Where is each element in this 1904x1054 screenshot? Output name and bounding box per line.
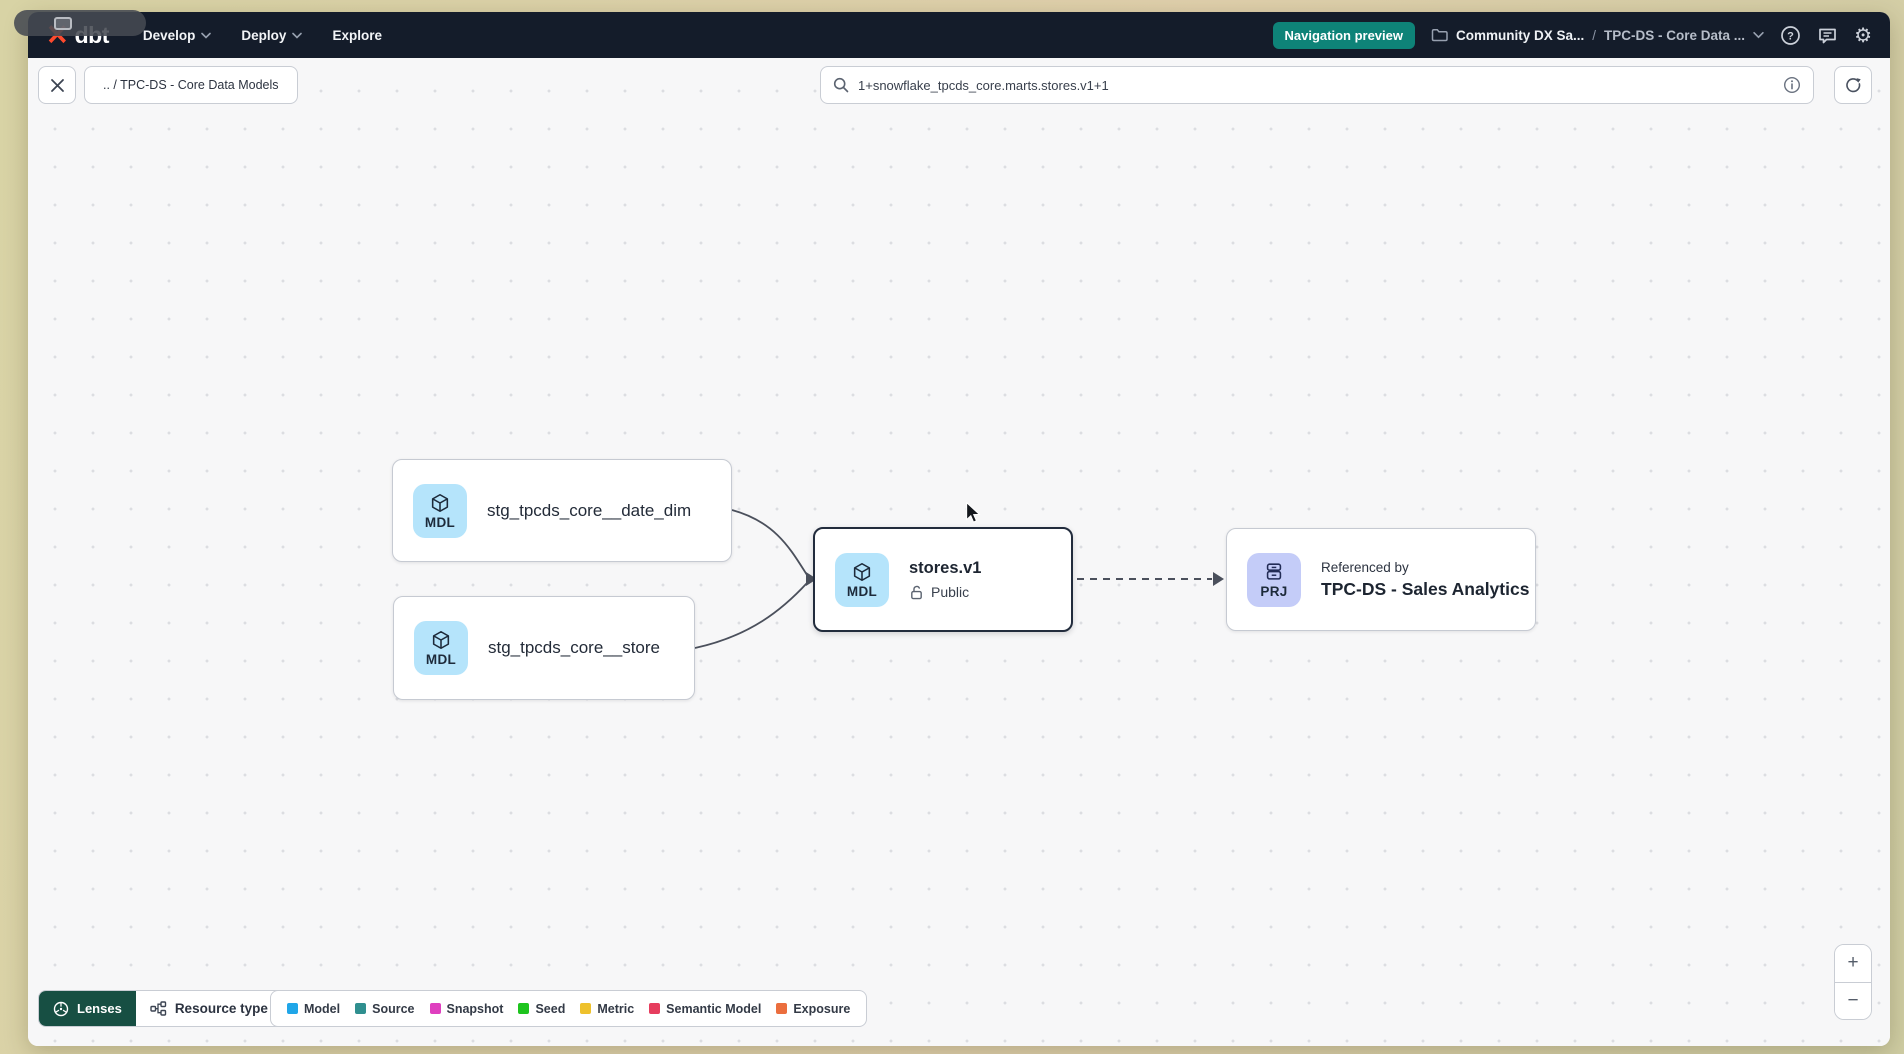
resource-type-legend: Model Source Snapshot Seed Metric Semant… — [270, 990, 868, 1027]
svg-text:?: ? — [1787, 30, 1794, 42]
edge-date-dim-to-stores — [731, 509, 808, 576]
top-navbar: ✕ dbt Develop Deploy Explore Navigation … — [28, 12, 1890, 58]
nav-menu-deploy[interactable]: Deploy — [241, 28, 303, 43]
refresh-lineage-button[interactable] — [1834, 66, 1872, 104]
legend-item-semantic-model: Semantic Model — [649, 1002, 761, 1016]
help-icon[interactable]: ? — [1780, 25, 1801, 46]
zoom-in-button[interactable]: + — [1835, 945, 1871, 982]
breadcrumb-page-name: TPC-DS - Core Data ... — [1604, 27, 1746, 43]
model-badge: MDL — [413, 483, 467, 538]
legend-item-exposure: Exposure — [776, 1002, 850, 1016]
zoom-divider — [1835, 981, 1871, 983]
lenses-button[interactable]: Lenses — [39, 991, 136, 1026]
selector-search-input[interactable] — [858, 77, 1774, 93]
chevron-down-icon — [201, 32, 212, 39]
edge-arrowhead — [1213, 572, 1224, 586]
project-badge: PRJ — [1247, 552, 1301, 607]
node-label: stg_tpcds_core__store — [488, 638, 660, 657]
cube-icon — [431, 493, 449, 512]
node-tpcds-sales-analytics-project[interactable]: PRJ Referenced by TPC-DS - Sales Analyti… — [1226, 528, 1536, 631]
legend-swatch — [776, 1003, 788, 1014]
app-window: ✕ dbt Develop Deploy Explore Navigation … — [28, 12, 1890, 1046]
legend-item-source: Source — [355, 1002, 415, 1016]
chevron-down-icon — [1753, 31, 1764, 39]
project-stack-icon — [1266, 562, 1282, 580]
lock-open-icon — [911, 585, 922, 600]
node-stg-tpcds-core-store[interactable]: MDL stg_tpcds_core__store — [393, 596, 695, 700]
legend-item-metric: Metric — [580, 1002, 634, 1016]
model-badge: MDL — [835, 552, 889, 607]
lineage-search-bar — [820, 66, 1814, 104]
project-name-label: TPC-DS - Sales Analytics — [1321, 578, 1530, 599]
legend-swatch — [649, 1003, 661, 1014]
node-stg-tpcds-core-date-dim[interactable]: MDL stg_tpcds_core__date_dim — [392, 459, 732, 562]
close-icon — [50, 78, 64, 92]
breadcrumb-separator: / — [1592, 27, 1597, 43]
zoom-out-button[interactable]: − — [1835, 982, 1871, 1019]
mini-window-icon — [54, 16, 72, 30]
lineage-breadcrumb-chip[interactable]: .. / TPC-DS - Core Data Models — [84, 66, 298, 104]
node-stores-v1[interactable]: MDL stores.v1 Public — [813, 527, 1073, 632]
legend-swatch — [429, 1003, 441, 1014]
legend-swatch — [518, 1003, 530, 1014]
nav-menu-explore[interactable]: Explore — [332, 27, 382, 43]
chevron-down-icon — [292, 32, 303, 39]
node-label: stores.v1 — [909, 559, 982, 577]
settings-gear-icon[interactable]: ⚙ — [1854, 24, 1872, 47]
project-breadcrumb[interactable]: Community DX Sa... / TPC-DS - Core Data … — [1431, 28, 1764, 43]
refresh-icon — [1845, 77, 1861, 92]
lens-wheel-icon — [53, 1001, 69, 1016]
referenced-by-label: Referenced by — [1321, 559, 1409, 575]
search-icon — [833, 77, 849, 93]
model-badge: MDL — [414, 621, 468, 675]
legend-item-snapshot: Snapshot — [429, 1002, 503, 1016]
legend-item-model: Model — [287, 1002, 340, 1016]
cube-icon — [853, 562, 871, 581]
window-overlay-badge — [14, 10, 146, 36]
feedback-icon[interactable] — [1817, 25, 1838, 46]
navigation-preview-badge[interactable]: Navigation preview — [1272, 21, 1415, 49]
legend-swatch — [355, 1003, 367, 1014]
lens-controls: Lenses Resource type — [38, 990, 302, 1027]
cube-icon — [432, 630, 450, 650]
access-label: Public — [931, 584, 970, 600]
node-label: stg_tpcds_core__date_dim — [487, 500, 692, 520]
zoom-controls: + − — [1834, 944, 1872, 1020]
breadcrumb-project-name: Community DX Sa... — [1455, 27, 1585, 43]
edge-store-to-stores — [694, 582, 808, 649]
legend-swatch — [287, 1003, 298, 1014]
legend-swatch — [580, 1003, 592, 1014]
close-lineage-button[interactable] — [38, 66, 76, 104]
nav-menu-develop[interactable]: Develop — [143, 28, 212, 43]
resource-graph-icon — [150, 1001, 167, 1016]
legend-item-seed: Seed — [518, 1002, 565, 1016]
folder-icon — [1431, 29, 1448, 42]
info-icon[interactable] — [1783, 76, 1801, 94]
